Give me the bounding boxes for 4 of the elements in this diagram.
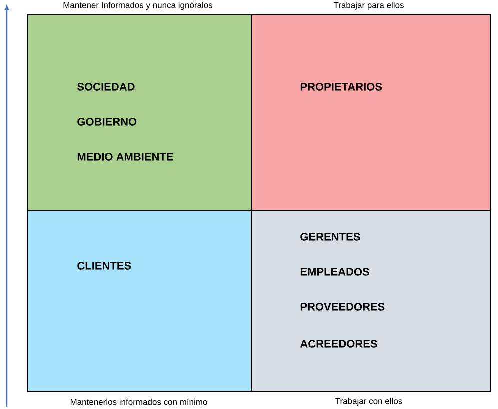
quadrant-box: GERENTES EMPLEADOS PROVEEDORES ACREEDORES	[251, 210, 492, 392]
quadrant-box: SOCIEDAD GOBIERNO MEDIO AMBIENTE	[27, 14, 252, 212]
quadrant-box: CLIENTES	[27, 210, 252, 392]
quadrant-box: PROPIETARIOS	[251, 14, 492, 212]
